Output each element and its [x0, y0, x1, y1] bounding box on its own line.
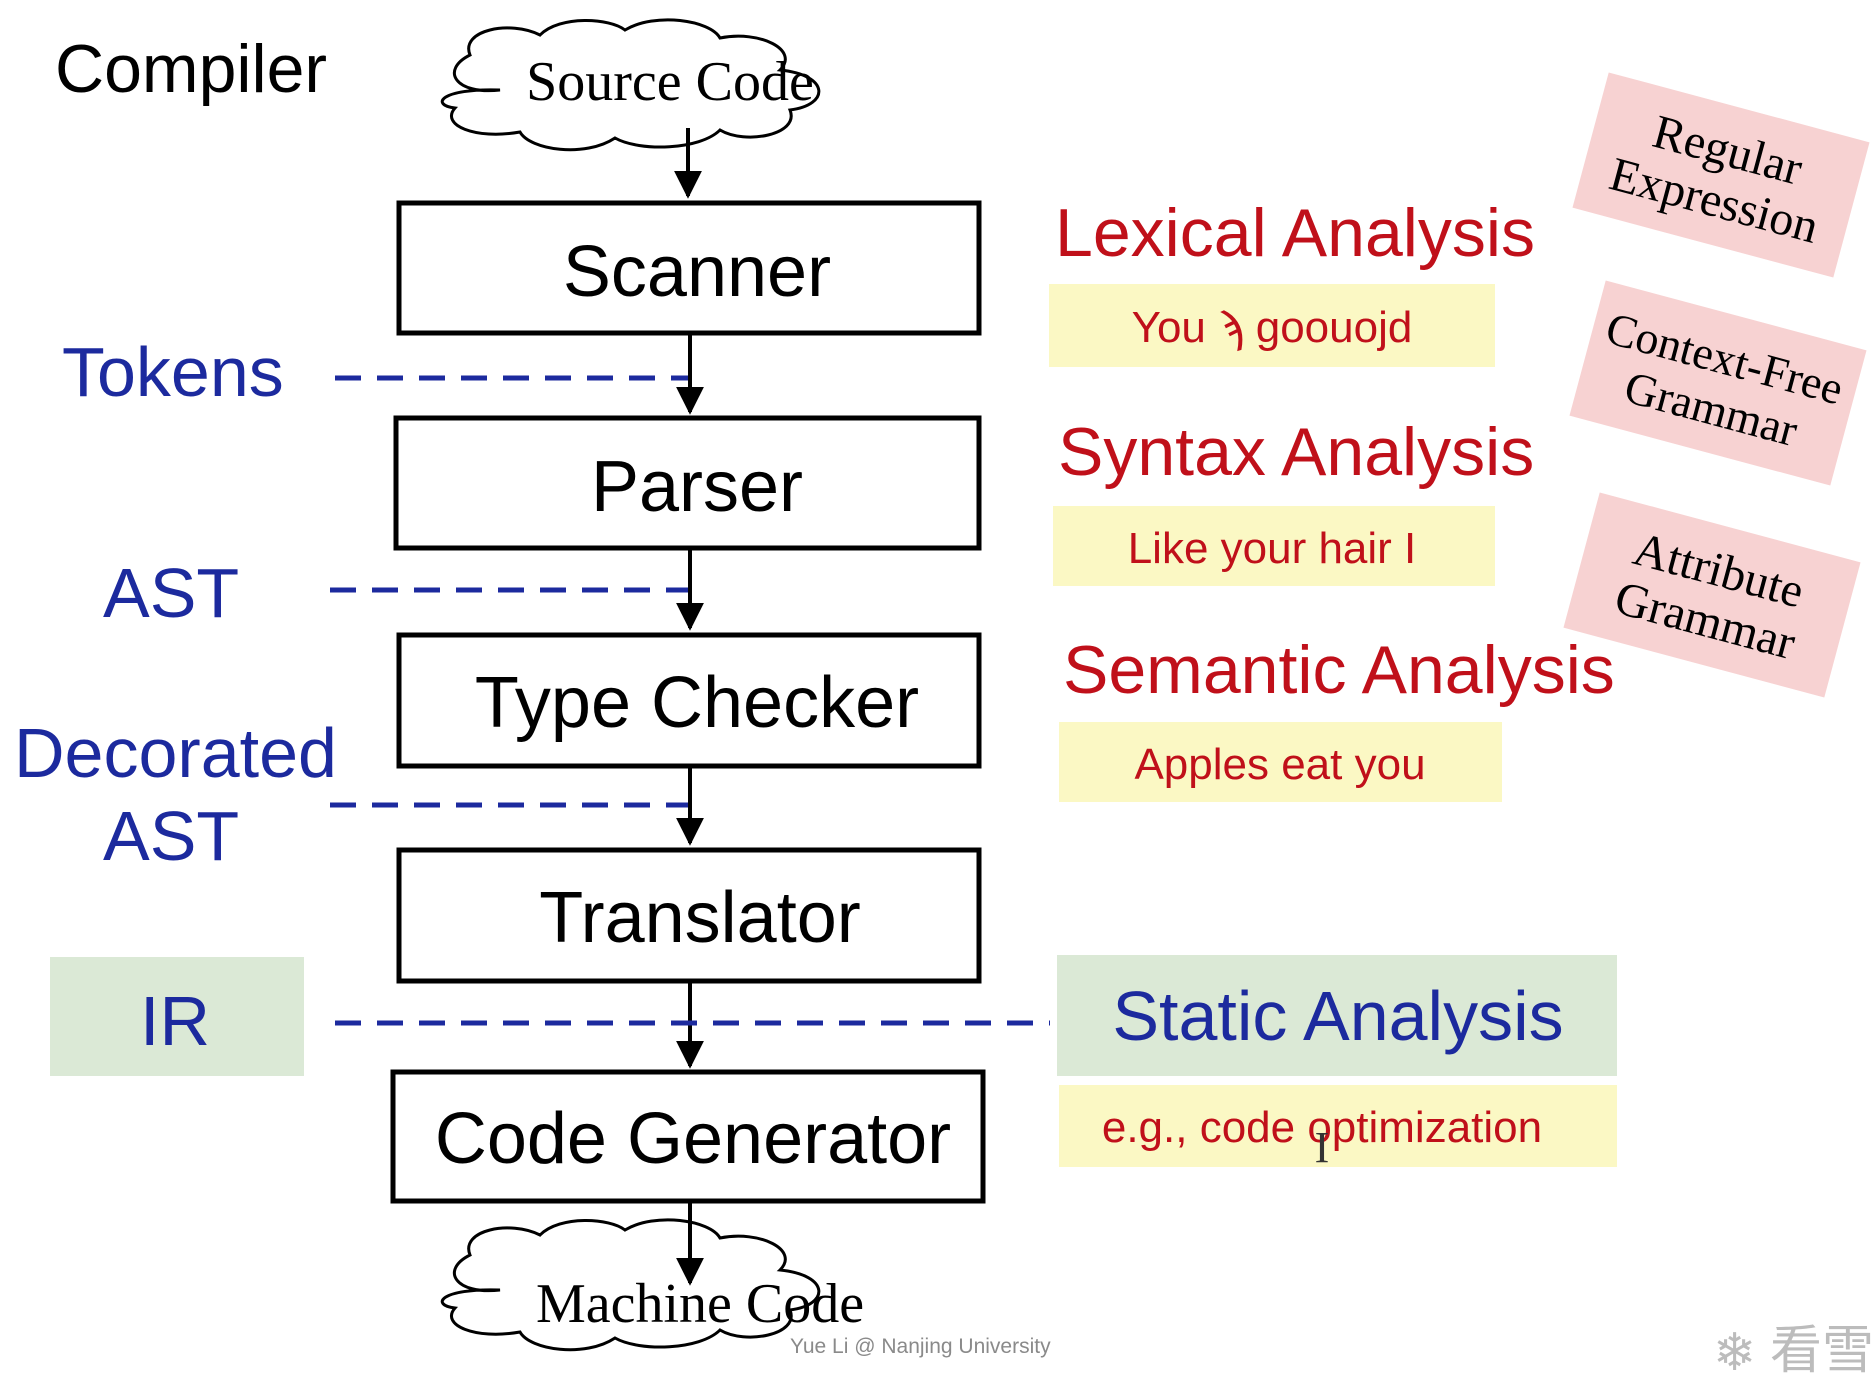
syntax-example-text: Like your hair I: [1128, 524, 1417, 573]
text-cursor-icon: I: [1315, 1123, 1330, 1172]
syntax-analysis-title: Syntax Analysis: [1058, 414, 1534, 490]
semantic-example-text: Apples eat you: [1134, 740, 1425, 789]
machine-code-label: Machine Code: [536, 1273, 864, 1335]
static-analysis-box: [1057, 955, 1617, 1076]
stage-label: Code Generator: [435, 1099, 951, 1179]
semantic-example-box: [1059, 722, 1502, 802]
stage-parser: Parser: [393, 415, 982, 551]
lexical-example-box: [1049, 284, 1495, 367]
stage-scanner: Scanner: [396, 200, 982, 336]
decorated-ast-label-line1: Decorated: [14, 714, 337, 792]
static-analysis-title: Static Analysis: [1112, 977, 1563, 1055]
semantic-analysis-title: Semantic Analysis: [1063, 632, 1615, 708]
snowflake-icon: ❄: [1713, 1324, 1757, 1382]
syntax-example-box: [1053, 506, 1495, 586]
machine-code-cloud: Machine Code: [440, 1218, 864, 1352]
stage-label: Scanner: [563, 232, 831, 312]
dashed-connectors: [330, 375, 1050, 1026]
stage-translator: Translator: [396, 847, 982, 984]
watermark-text: 看雪: [1770, 1322, 1874, 1380]
stage-code-generator: Code Generator: [390, 1069, 986, 1204]
credit-text: Yue Li @ Nanjing University: [790, 1335, 1051, 1358]
stage-label: Type Checker: [475, 663, 919, 743]
source-code-label: Source Code: [526, 51, 814, 113]
lexical-example-text: You ϡ goouojd: [1132, 303, 1413, 352]
attribute-grammar-note: Attribute Grammar: [1563, 492, 1861, 698]
static-example-text: e.g., code optimization: [1102, 1103, 1542, 1152]
watermark: ❄ 看雪: [1713, 1322, 1874, 1382]
ir-box: [50, 957, 304, 1076]
tokens-label: Tokens: [62, 333, 284, 411]
source-code-cloud: Source Code: [440, 18, 821, 152]
stage-type-checker: Type Checker: [396, 632, 982, 769]
ir-label: IR: [140, 982, 210, 1060]
ast-label: AST: [103, 554, 239, 632]
lexical-analysis-title: Lexical Analysis: [1055, 195, 1535, 271]
stage-label: Parser: [591, 447, 803, 527]
diagram-title: Compiler: [55, 31, 327, 107]
context-free-grammar-note: Context-Free Grammar: [1569, 280, 1867, 486]
static-example-box: [1059, 1085, 1617, 1167]
stage-label: Translator: [539, 878, 860, 958]
decorated-ast-label-line2: AST: [103, 797, 239, 875]
regular-expression-note: Regular Expression: [1572, 72, 1870, 278]
